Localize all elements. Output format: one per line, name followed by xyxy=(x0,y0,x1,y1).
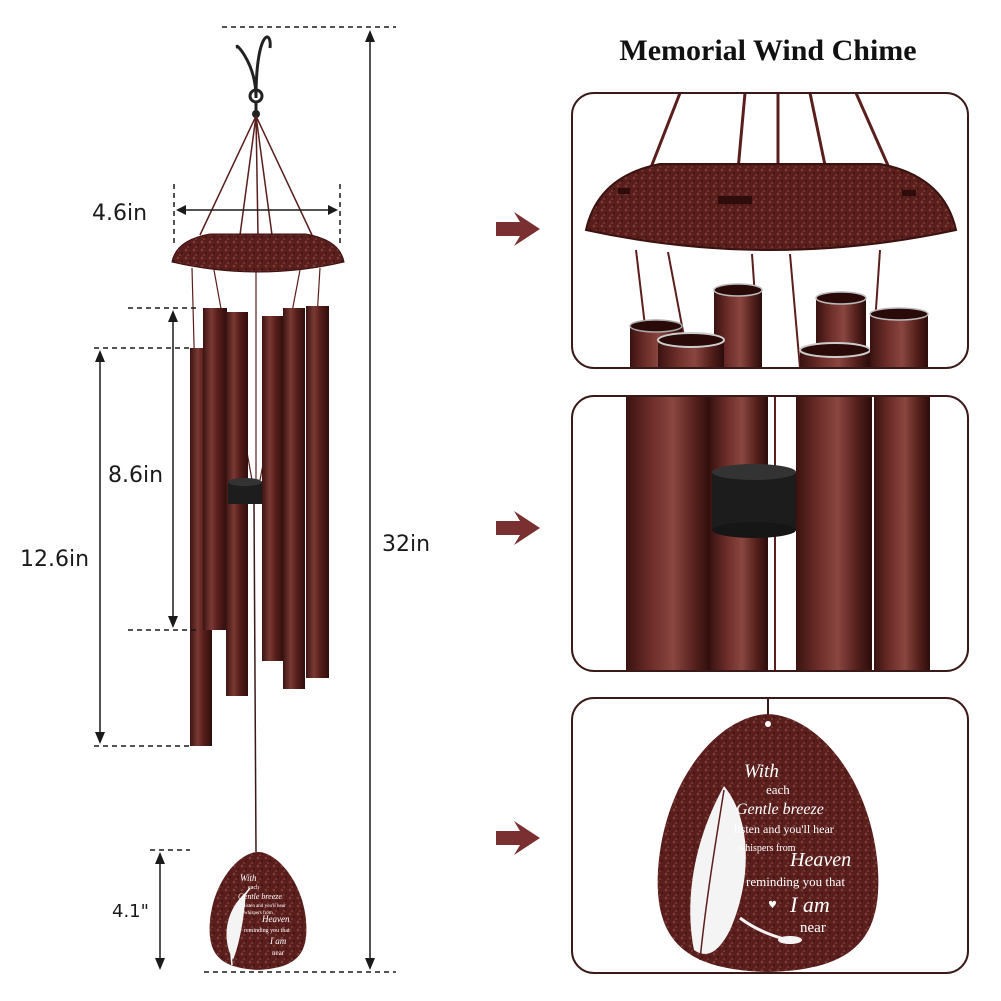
arrow-right-icon xyxy=(496,511,540,545)
svg-text:whispers from: whispers from xyxy=(244,911,273,916)
verse-line: Heaven xyxy=(789,849,851,871)
verse-line: reminding you that xyxy=(746,874,845,889)
dim-tube-long: 12.6in xyxy=(20,547,89,572)
svg-text:Heaven: Heaven xyxy=(261,914,290,924)
svg-text:I am: I am xyxy=(269,936,287,946)
dim-tube-short: 8.6in xyxy=(108,463,163,488)
verse-line: whispers from xyxy=(738,843,796,854)
verse-line: listen and you'll hear xyxy=(734,822,834,836)
detail-panel-top xyxy=(571,92,969,369)
dimension-lines xyxy=(94,26,396,973)
dim-top-width: 4.6in xyxy=(92,201,147,226)
detail-panel-sail: With each Gentle breeze listen and you'l… xyxy=(571,697,969,974)
verse-line: I am xyxy=(789,892,830,917)
arrow-right-icon xyxy=(496,821,540,855)
svg-text:near: near xyxy=(272,949,285,957)
dim-sail-height: 4.1" xyxy=(112,901,149,922)
verse-line: With xyxy=(744,761,779,782)
arrow-right-icon xyxy=(496,212,540,246)
svg-text:Gentle breeze: Gentle breeze xyxy=(238,892,282,901)
page-title: Memorial Wind Chime xyxy=(619,34,916,67)
dim-total-length: 32in xyxy=(382,532,430,557)
verse-line: near xyxy=(800,920,826,936)
hook-icon xyxy=(235,35,272,99)
svg-text:reminding you that: reminding you that xyxy=(244,928,290,934)
verse-line: Gentle breeze xyxy=(736,801,824,818)
feather-icon xyxy=(690,786,802,961)
svg-text:With: With xyxy=(240,873,257,883)
heart-icon: ♥ xyxy=(768,900,777,911)
wind-chime-full: With each Gentle breeze listen and you'l… xyxy=(171,35,345,970)
verse-line: each xyxy=(766,782,790,797)
svg-text:listen and you'll hear: listen and you'll hear xyxy=(244,904,286,909)
detail-panel-tubes xyxy=(571,395,969,672)
svg-text:each: each xyxy=(248,885,259,891)
